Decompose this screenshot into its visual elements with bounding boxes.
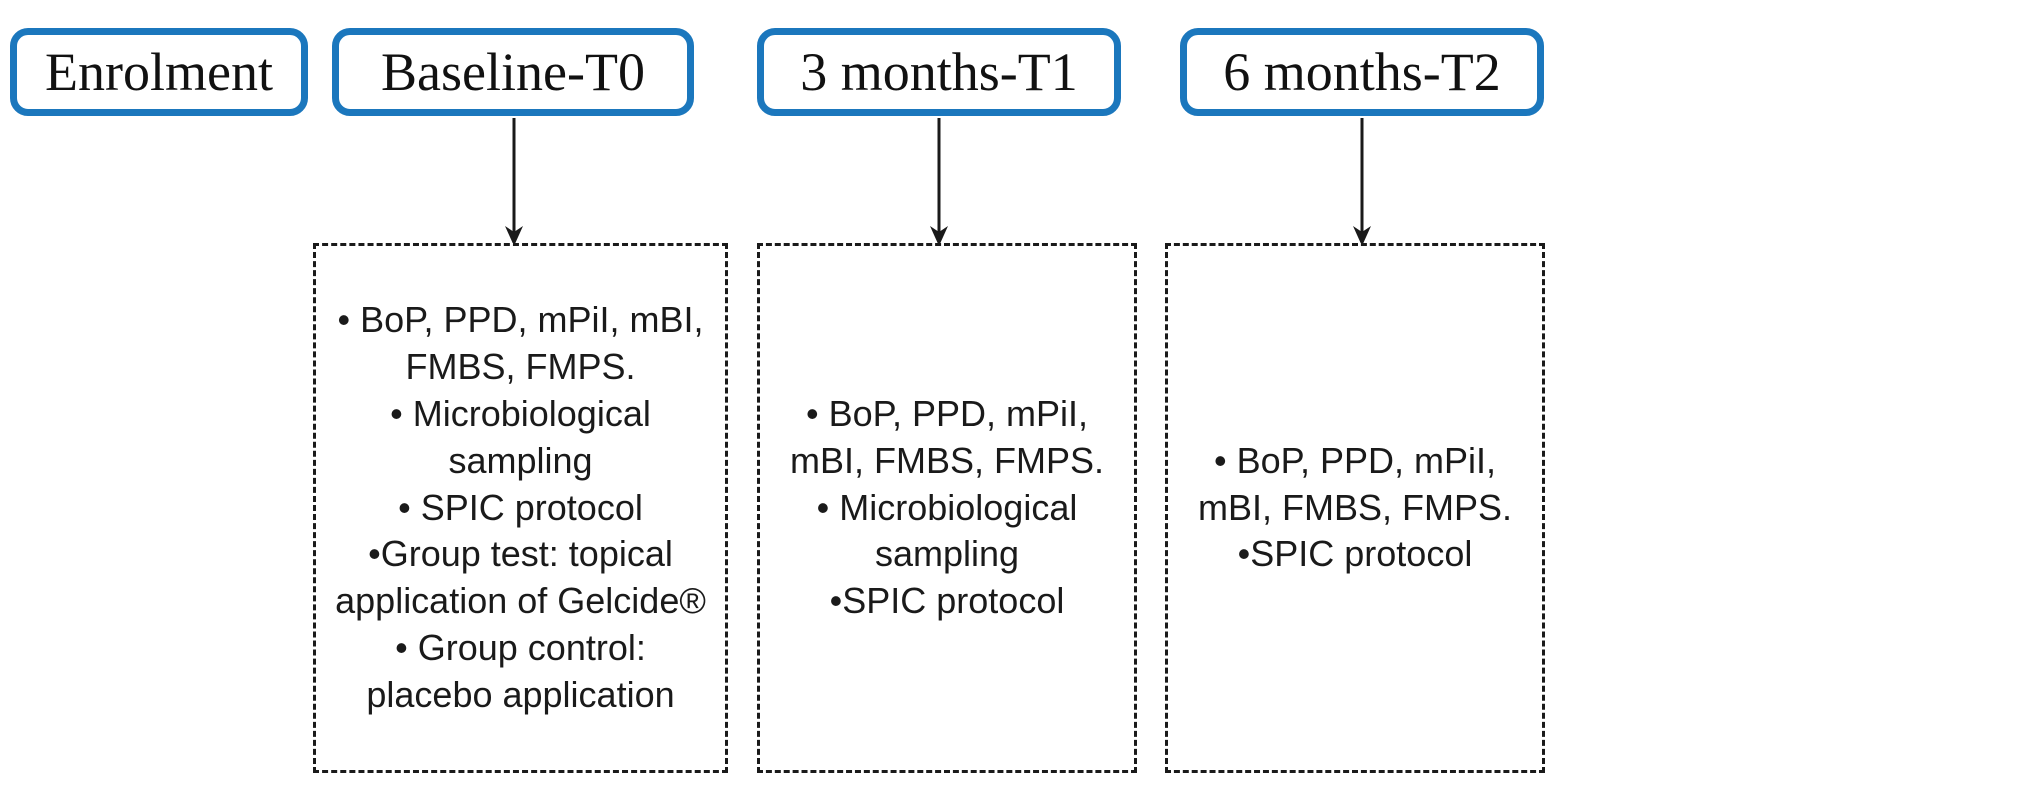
content-line: • Microbiological — [390, 393, 651, 434]
content-line: placebo application — [366, 673, 675, 715]
content-line: • BoP, PPD, mPiI, — [1213, 439, 1497, 481]
header-label-enrolment: Enrolment — [45, 41, 273, 102]
arrow-down-icon-to-t0 — [505, 118, 523, 246]
arrow-down-icon-to-t2 — [1353, 118, 1371, 246]
header-label-3-months-t1: 3 months-T1 — [800, 41, 1078, 102]
content-line: sampling — [448, 439, 593, 481]
content-lines-t1: • BoP, PPD, mPiI, mBI, FMBS, FMPS. • Mic… — [770, 391, 1124, 625]
content-line: application of Gelcide® — [335, 580, 706, 622]
content-box-3-months-t1: • BoP, PPD, mPiI, mBI, FMBS, FMPS. • Mic… — [757, 243, 1137, 773]
header-box-enrolment[interactable]: Enrolment — [10, 28, 308, 116]
header-label-baseline-t0: Baseline-T0 — [381, 41, 645, 102]
content-line: • SPIC protocol — [398, 486, 643, 528]
content-line: • Microbiological — [816, 486, 1078, 528]
header-label-6-months-t2: 6 months-T2 — [1223, 41, 1501, 102]
arrow-down-icon-to-t1 — [930, 118, 948, 246]
content-line: • Group control: — [395, 626, 646, 668]
content-line: •Group test: topical — [368, 533, 673, 575]
content-line: • BoP, PPD, mPiI, mBI, — [337, 299, 704, 341]
content-line: • BoP, PPD, mPiI, — [805, 393, 1089, 434]
content-line: FMBS, FMPS. — [405, 346, 636, 388]
content-line: sampling — [874, 533, 1020, 575]
content-box-baseline-t0: • BoP, PPD, mPiI, mBI, FMBS, FMPS. • Mic… — [313, 243, 728, 773]
content-line: mBI, FMBS, FMPS. — [789, 439, 1104, 481]
content-line: •SPIC protocol — [1237, 533, 1473, 575]
content-lines-t2: • BoP, PPD, mPiI, mBI, FMBS, FMPS. •SPIC… — [1178, 438, 1532, 578]
content-line: •SPIC protocol — [829, 580, 1065, 622]
content-box-6-months-t2: • BoP, PPD, mPiI, mBI, FMBS, FMPS. •SPIC… — [1165, 243, 1545, 773]
content-line: mBI, FMBS, FMPS. — [1197, 486, 1512, 528]
header-box-6-months-t2[interactable]: 6 months-T2 — [1180, 28, 1544, 116]
content-lines-t0: • BoP, PPD, mPiI, mBI, FMBS, FMPS. • Mic… — [326, 297, 715, 718]
header-box-3-months-t1[interactable]: 3 months-T1 — [757, 28, 1121, 116]
header-box-baseline-t0[interactable]: Baseline-T0 — [332, 28, 694, 116]
